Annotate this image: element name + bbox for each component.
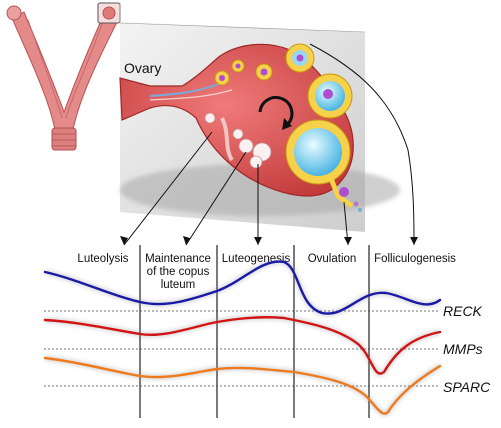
ovary-label: Ovary: [124, 60, 161, 76]
gene-label-mmps: MMPs: [443, 341, 483, 357]
stage-label-line: Ovulation: [308, 253, 357, 265]
ovary-illustration: [119, 43, 362, 212]
ovary-thumbnail-left-icon: [6, 5, 22, 21]
stage-label-line: luteum: [161, 279, 196, 291]
stage-label-line: Maintenance: [145, 253, 211, 265]
stage-label-line: of the copus: [147, 266, 210, 278]
curve-reck: [43, 260, 442, 315]
curve-mmps: [43, 316, 442, 375]
pointer-lines: [123, 43, 415, 246]
curve-shadow: [44, 259, 442, 317]
uterus-illustration: [6, 2, 121, 151]
phase-dividers: [139, 245, 370, 418]
cycle-arrow-icon: [258, 96, 294, 125]
baselines: [44, 310, 440, 387]
expression-curves: [43, 259, 442, 416]
gene-label-reck: RECK: [443, 303, 483, 319]
gene-label-sparc: SPARC: [443, 379, 491, 395]
stage-label-1: Luteolysis: [77, 253, 128, 265]
curve-shadow: [44, 314, 441, 377]
stage-label-4: Ovulation: [308, 253, 357, 265]
stage-label-5: Folliculogenesis: [374, 253, 456, 265]
stage-label-line: Luteolysis: [77, 253, 128, 265]
curve-sparc: [43, 356, 442, 415]
stage-label-line: Folliculogenesis: [374, 253, 456, 265]
